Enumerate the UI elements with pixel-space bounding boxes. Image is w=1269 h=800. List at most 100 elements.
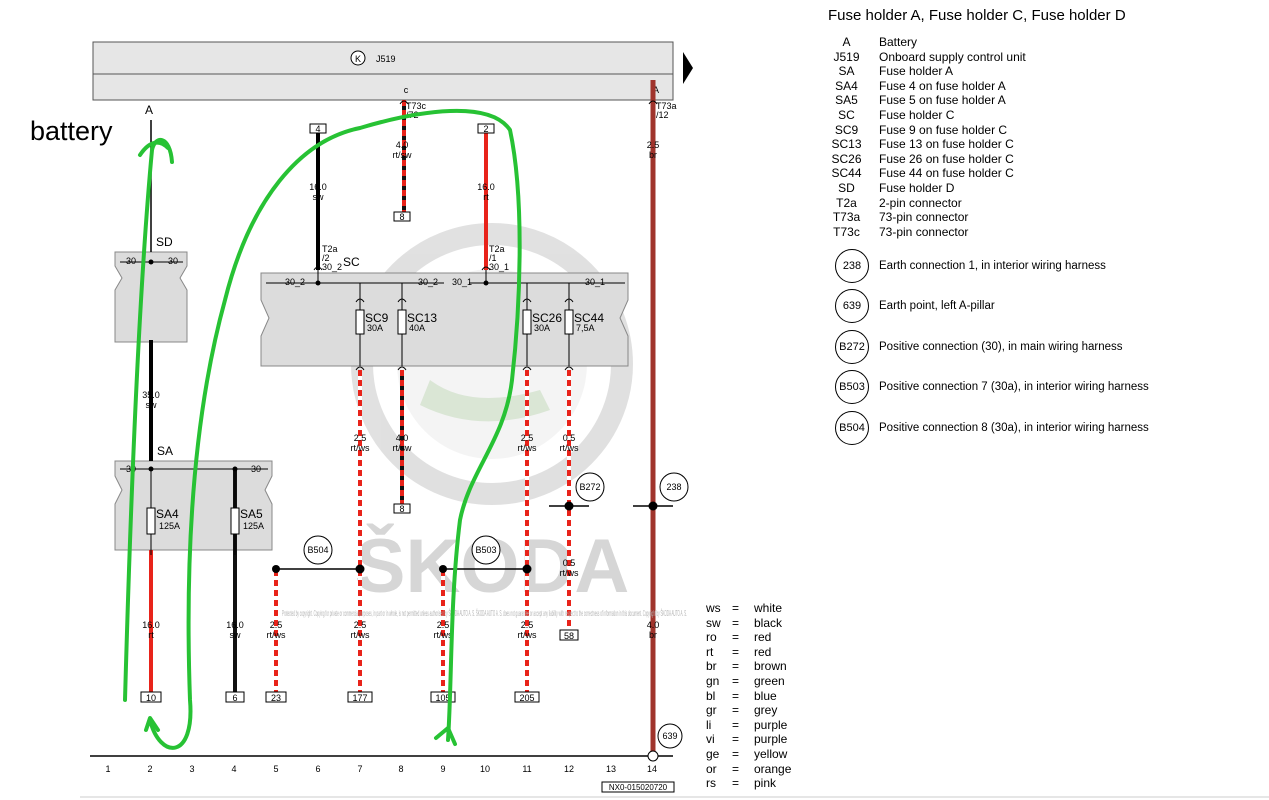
wire-3-size: 16.0 [477,182,495,192]
color-name: orange [754,761,792,776]
conn-t73c-a: T73c [406,101,427,111]
node-b272: B272 [579,482,600,492]
legend-code: SC26 [831,151,862,166]
legend-item: SC26 Fuse 26 on fuse holder C [828,152,1228,167]
color-abbr: br [706,659,717,674]
legend-circle-item: 639 Earth point, left A-pillar [828,286,1228,327]
wire-9-size: 0.5 [563,433,576,443]
color-eq: = [732,688,740,703]
wire-10-color: rt/ws [560,568,579,578]
legend-code: SA [838,64,855,79]
wire-6-color: rt/ws [351,443,370,453]
color-eq: = [732,615,740,630]
legend-circle-desc: Positive connection (30), in main wiring… [879,340,1123,353]
legend-title: Fuse holder A, Fuse holder C, Fuse holde… [828,7,1126,24]
grid-11: 11 [522,764,531,774]
legend-circle-desc: Positive connection 8 (30a), in interior… [879,421,1149,434]
green-annotation-strokes [123,108,522,750]
pin-a: A [653,85,659,95]
top-boxes: 4 8 2 8 [309,123,495,514]
bottom-box-177: 177 [352,693,367,703]
color-eq: = [732,746,740,761]
color-legend-row: li = purple [706,718,816,733]
bottom-box-58: 58 [564,631,574,641]
fuse-sc13-rating: 40A [409,323,425,333]
color-abbr: gr [706,703,717,718]
legend-code: A [842,35,851,49]
legend-circle-code: B272 [835,329,869,364]
color-legend-row: sw = black [706,616,816,631]
wire-1-size: 16.0 [309,182,327,192]
sa-pin-30-right: 30 [251,464,261,474]
fuse-sa5-rating: 125A [243,521,264,531]
bottom-box-10: 10 [146,693,156,703]
legend-desc: Fuse holder C [879,107,955,122]
color-eq: = [732,776,740,791]
sc-term-30-1-b: 30_1 [585,277,605,287]
bottom-box-105: 105 [435,693,450,703]
junction-dots [148,259,658,574]
legend-circle-desc: Earth point, left A-pillar [879,300,995,313]
connection-nodes: B272 238 B504 B503 639 [303,472,689,749]
grid-9: 9 [440,764,445,774]
handwritten-battery: battery [30,116,113,146]
color-eq: = [732,761,740,776]
pin-c: c [404,85,409,95]
wire-5-size: 35.0 [142,390,160,400]
fuse-sc13-name: SC13 [407,311,437,325]
legend-item: T73c 73-pin connector [828,225,1228,240]
fuse-sc26-name: SC26 [532,311,562,325]
color-name: black [754,615,783,630]
color-abbr: li [706,717,712,732]
legend-item: T2a 2-pin connector [828,196,1228,211]
conn-t2a2-pin: 30_2 [322,262,342,272]
arrow-right-icon [683,52,693,84]
k-symbol: K [355,54,361,64]
legend-desc: Fuse 44 on fuse holder C [879,166,1014,181]
connector-labels: T73c /72 T73a /12 T2a /2 30_2 T2a /1 30_… [322,101,677,272]
legend-code: T73a [832,210,861,225]
color-legend-row: rt = red [706,645,816,660]
grid-4: 4 [231,764,236,774]
color-name: blue [754,688,777,703]
color-legend-row: ge = yellow [706,747,816,762]
grid-10: 10 [480,764,490,774]
grid-numbers: 1 2 3 4 5 6 7 8 9 10 11 12 13 14 [105,764,657,774]
legend-item: SC Fuse holder C [828,108,1228,123]
legend-desc: Onboard supply control unit [879,49,1026,64]
sc-term-30-2-b: 30_2 [418,277,438,287]
grid-2: 2 [147,764,152,774]
legend-code: SC13 [831,137,862,152]
color-abbr: or [706,761,717,776]
grid-5: 5 [273,764,278,774]
color-legend-row: ro = red [706,630,816,645]
conn-t73a-a: T73a [656,101,677,111]
color-abbr: rs [706,776,716,791]
color-abbr: ge [706,746,720,761]
legend-circle-code: B504 [835,410,869,445]
grid-6: 6 [315,764,320,774]
wire-14-color: rt/ws [351,630,370,640]
legend-item: SC13 Fuse 13 on fuse holder C [828,137,1228,152]
legend-code: SA4 [835,78,858,93]
wire-13-size: 2.5 [270,620,283,630]
copyright-text: Protected by copyright. Copying for priv… [282,608,687,618]
color-legend-row: vi = purple [706,732,816,747]
grid-14: 14 [647,764,657,774]
wire-13-color: rt/ws [267,630,286,640]
conn-t2a2-b: /2 [322,253,330,263]
watermark-brand: ŠKODA [355,524,629,609]
wire-11-size: 16.0 [142,620,160,630]
color-abbr: vi [706,732,715,747]
wires [90,80,673,757]
legend-code: SC [838,107,855,122]
color-legend-row: ws = white [706,601,816,616]
legend-item: SC44 Fuse 44 on fuse holder C [828,166,1228,181]
top-box-2: 2 [483,124,488,134]
wire-16-color: rt/ws [518,630,537,640]
legend-circle-code: 639 [835,289,869,324]
wire-2-color: rt/sw [393,150,412,160]
legend-circle-item: B272 Positive connection (30), in main w… [828,326,1228,367]
color-abbr: gn [706,673,720,688]
